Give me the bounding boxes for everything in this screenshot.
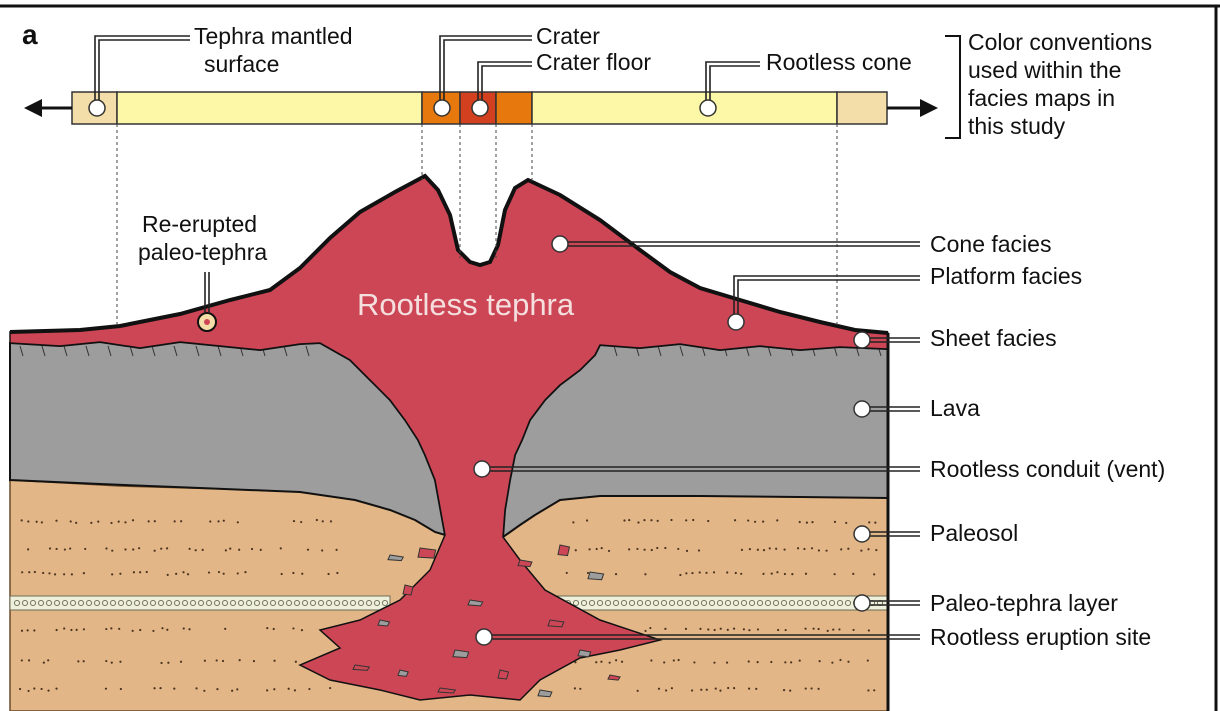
cone-facies-marker — [552, 236, 568, 252]
bar-cone-right — [532, 92, 837, 124]
label-crater: Crater — [536, 23, 600, 49]
label-tephra-mantled-2: surface — [204, 51, 279, 77]
label-sheet-facies: Sheet facies — [930, 325, 1057, 351]
label-platform-facies: Platform facies — [930, 263, 1082, 289]
label-crater-floor: Crater floor — [536, 49, 651, 75]
bar-outer-right — [837, 92, 887, 124]
legend-bracket — [945, 36, 960, 138]
label-paleo-tephra-layer: Paleo-tephra layer — [930, 590, 1118, 616]
reerupted-label-1: Re-erupted — [142, 211, 257, 237]
label-lava: Lava — [930, 395, 980, 421]
label-rootless-cone: Rootless cone — [766, 49, 912, 75]
label-cone-facies: Cone facies — [930, 231, 1051, 257]
label-eruption-site: Rootless eruption site — [930, 624, 1151, 650]
tephra-mantled-marker — [89, 100, 105, 116]
label-tephra-mantled-1: Tephra mantled — [194, 23, 353, 49]
legend-note-line-1: Color conventions — [968, 29, 1152, 55]
lava-marker — [854, 401, 870, 417]
sheet-facies-marker — [854, 332, 870, 348]
reerupted-label-2: paleo-tephra — [138, 239, 267, 265]
arrow-left-icon — [24, 99, 42, 117]
label-paleosol: Paleosol — [930, 520, 1018, 546]
rootless-tephra-label: Rootless tephra — [357, 287, 575, 322]
crater-marker — [434, 100, 450, 116]
arrow-right-icon — [920, 99, 938, 117]
bar-cone-left — [117, 92, 422, 124]
reerupted-tephra-core — [204, 319, 210, 325]
legend-note-line-2: used within the — [968, 57, 1121, 83]
paleosol-marker — [854, 526, 870, 542]
platform-facies-marker — [728, 314, 744, 330]
conduit-marker — [474, 461, 490, 477]
legend-note-line-4: this study — [968, 113, 1066, 139]
eruption-site-marker — [476, 629, 492, 645]
bar-crater-right — [496, 92, 532, 124]
legend-note-line-3: facies maps in — [968, 85, 1115, 111]
rootless-cone-marker — [700, 100, 716, 116]
panel-letter: a — [22, 19, 38, 50]
crater-floor-marker — [472, 100, 488, 116]
paleo-tephra-marker — [854, 595, 870, 611]
label-conduit: Rootless conduit (vent) — [930, 456, 1165, 482]
